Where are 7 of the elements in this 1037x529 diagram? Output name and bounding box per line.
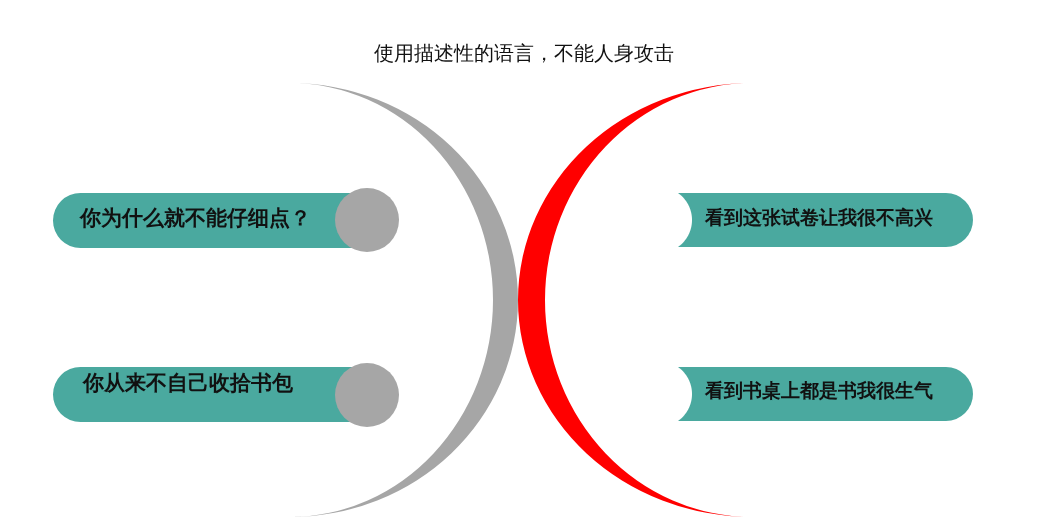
statement-pill bbox=[53, 362, 399, 427]
statement-pill: 看到这张试卷让我很不高兴 bbox=[678, 193, 973, 247]
statement-text: 你为什么就不能仔细点？ bbox=[80, 204, 311, 232]
statement-pill: 看到书桌上都是书我很生气 bbox=[678, 367, 973, 421]
statement-pill bbox=[53, 188, 399, 252]
title-text: 使用描述性的语言，不能人身攻击 bbox=[374, 40, 674, 66]
statement-text: 你从来不自己收拾书包 bbox=[83, 369, 293, 397]
